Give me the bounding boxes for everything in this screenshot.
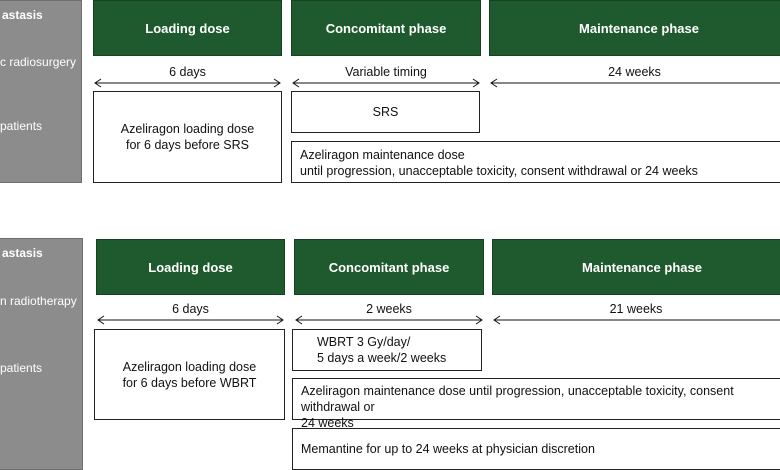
- panel1-srs-text: SRS: [372, 105, 399, 119]
- panel1-duration-maintenance: 24 weeks: [608, 65, 661, 79]
- panel2-side-subtitle: n radiotherapy: [0, 294, 77, 308]
- panel1-phase-concomitant: Concomitant phase: [291, 0, 481, 56]
- panel1-loading-box: Azeliragon loading dose for 6 days befor…: [93, 91, 282, 183]
- panel1-srs-box: SRS: [291, 91, 480, 133]
- panel1-phase-loading: Loading dose: [93, 0, 282, 56]
- panel1-arrow-maintenance: [489, 78, 780, 88]
- panel1-arrow-loading: [93, 78, 282, 88]
- panel1-duration-loading: 6 days: [169, 65, 206, 79]
- panel2-arrow-maintenance: [492, 315, 780, 325]
- panel2-duration-loading: 6 days: [172, 302, 209, 316]
- panel1-duration-concomitant: Variable timing: [345, 65, 427, 79]
- panel2-memantine-text: Memantine for up to 24 weeks at physicia…: [301, 442, 595, 456]
- panel2-duration-maintenance: 21 weeks: [609, 302, 663, 316]
- panel1-maintenance-text: Azeliragon maintenance dose until progre…: [300, 148, 698, 178]
- panel1-arrow-concomitant: [291, 78, 481, 88]
- panel2-side-bar: [0, 238, 83, 470]
- panel2-side-title: astasis: [2, 246, 43, 260]
- panel1-side-subtitle: c radiosurgery: [0, 55, 77, 69]
- panel2-loading-text: Azeliragon loading dose for 6 days befor…: [122, 359, 257, 390]
- panel1-side-patients: patients: [0, 119, 43, 133]
- panel2-wbrt-text: WBRT 3 Gy/day/ 5 days a week/2 weeks: [317, 335, 447, 365]
- panel2-maintenance-text: Azeliragon maintenance dose until progre…: [301, 384, 734, 430]
- panel2-side-patients: patients: [0, 361, 43, 375]
- panel1-maintenance-box: Azeliragon maintenance dose until progre…: [291, 141, 780, 183]
- panel2-phase-concomitant: Concomitant phase: [294, 239, 484, 295]
- panel2-arrow-concomitant: [294, 315, 484, 325]
- panel1-side-bar: [0, 0, 82, 183]
- panel2-wbrt-box: WBRT 3 Gy/day/ 5 days a week/2 weeks: [292, 329, 482, 371]
- panel2-maintenance-box: Azeliragon maintenance dose until progre…: [292, 378, 780, 430]
- panel2-duration-concomitant: 2 weeks: [366, 302, 412, 316]
- panel2-arrow-loading: [96, 315, 285, 325]
- panel2-loading-box: Azeliragon loading dose for 6 days befor…: [94, 329, 285, 420]
- panel2-phase-loading: Loading dose: [96, 239, 285, 295]
- panel1-side-title: astasis: [2, 8, 43, 22]
- panel1-loading-text: Azeliragon loading dose for 6 days befor…: [120, 122, 255, 152]
- panel2-memantine-box: Memantine for up to 24 weeks at physicia…: [292, 428, 780, 470]
- panel2-phase-maintenance: Maintenance phase: [492, 239, 780, 295]
- panel1-phase-maintenance: Maintenance phase: [489, 0, 780, 56]
